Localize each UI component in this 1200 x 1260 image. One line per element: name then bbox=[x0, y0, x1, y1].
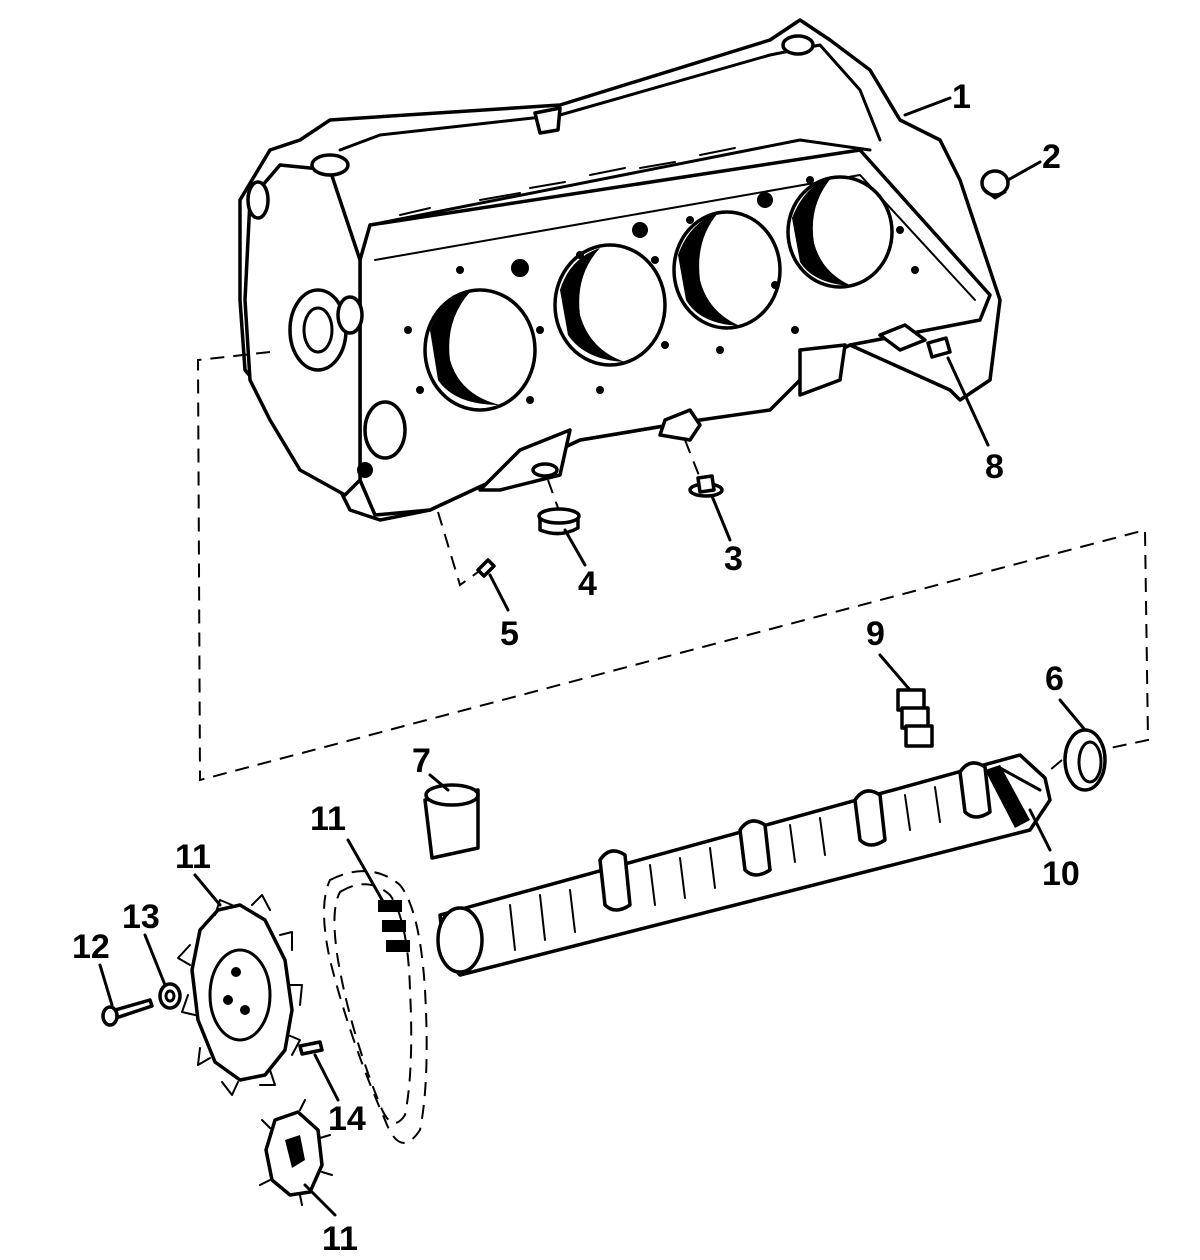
pin-part-8 bbox=[926, 336, 952, 359]
bearing-part-6 bbox=[1063, 728, 1107, 792]
callout-11-crank-sprocket: 11 bbox=[322, 1220, 358, 1258]
lifter-bores bbox=[399, 147, 736, 216]
callout-8: 8 bbox=[985, 448, 1004, 486]
guide-line-5 bbox=[437, 511, 479, 587]
cylinder-block bbox=[238, 18, 1002, 522]
bolt-part-3 bbox=[688, 474, 724, 498]
dowel-part-5 bbox=[476, 558, 496, 578]
callout-6: 6 bbox=[1045, 660, 1064, 698]
camshaft-part-10 bbox=[436, 753, 1052, 977]
cup-plug-part-4 bbox=[537, 507, 581, 536]
callout-2: 2 bbox=[1042, 138, 1061, 176]
plug-part-2 bbox=[980, 169, 1010, 200]
timing-chain-part-11 bbox=[323, 870, 428, 1144]
callout-1: 1 bbox=[952, 78, 971, 116]
assembly-boundary bbox=[196, 351, 1150, 782]
leader-lines bbox=[98, 96, 1087, 1217]
callout-14: 14 bbox=[328, 1100, 366, 1138]
callout-12: 12 bbox=[72, 928, 110, 966]
callout-13: 13 bbox=[122, 898, 160, 936]
callout-11-chain: 11 bbox=[310, 800, 346, 838]
callout-3: 3 bbox=[724, 540, 743, 578]
cam-sprocket-part-11 bbox=[177, 894, 303, 1096]
callout-4: 4 bbox=[578, 565, 597, 603]
head-bolt-holes bbox=[404, 176, 919, 404]
lifters-part-9 bbox=[896, 688, 934, 748]
bolt-part-12 bbox=[101, 998, 154, 1027]
callout-11-cam-sprocket: 11 bbox=[175, 838, 211, 876]
key-part-14 bbox=[298, 1040, 324, 1056]
guide-line-6-cam bbox=[1043, 759, 1063, 776]
callout-7: 7 bbox=[412, 742, 431, 780]
callout-9: 9 bbox=[866, 615, 885, 653]
callout-10: 10 bbox=[1042, 855, 1080, 893]
callout-5: 5 bbox=[500, 615, 519, 653]
guide-line-3 bbox=[684, 439, 701, 479]
washer-part-13 bbox=[158, 982, 182, 1010]
crank-sprocket-part-11 bbox=[259, 1099, 333, 1206]
bearing-part-7 bbox=[423, 783, 480, 860]
guide-line-4 bbox=[547, 479, 559, 509]
